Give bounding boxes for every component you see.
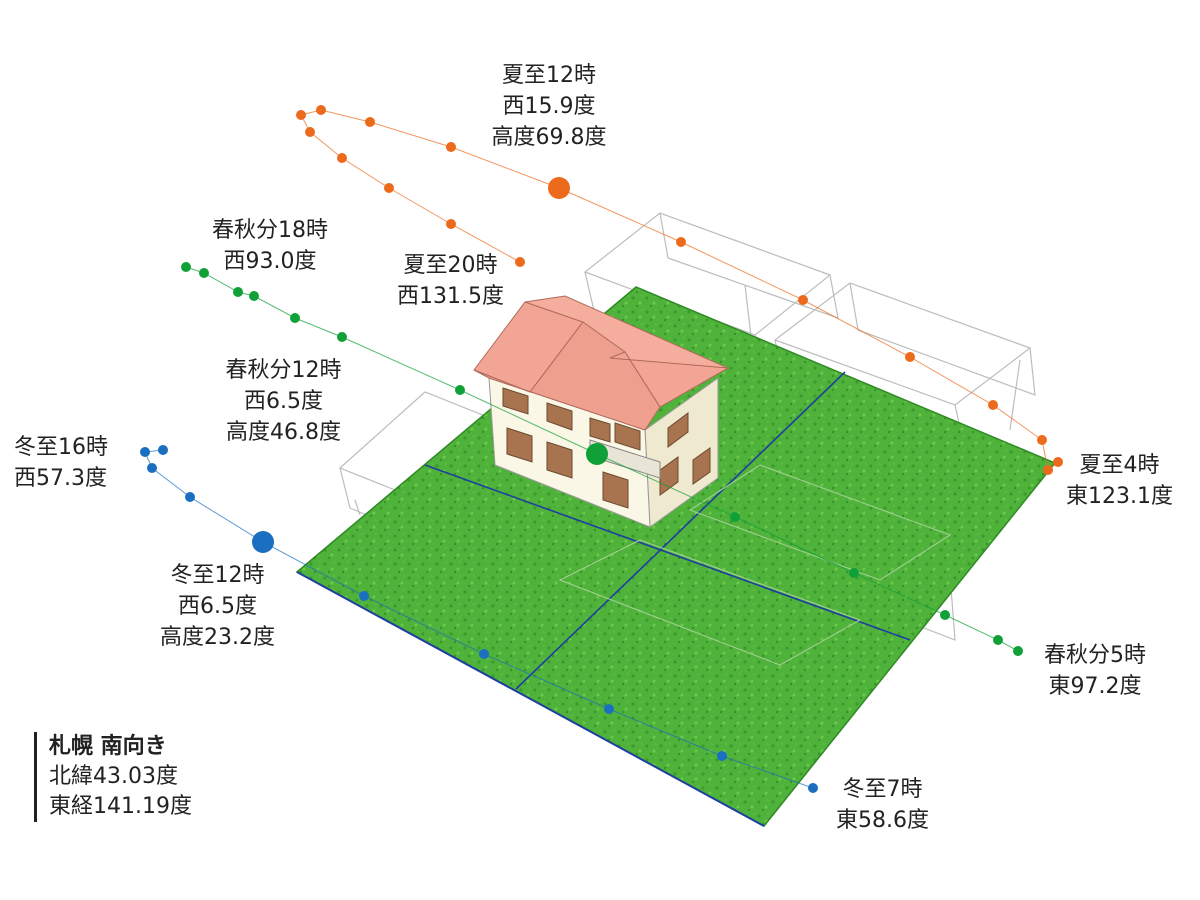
summer-sun-position-dot [676,237,686,247]
winter-sun-position-dot [140,447,150,457]
winter-sun-position-dot [808,783,818,793]
winter-noon-label: 冬至12時 西6.5度 高度23.2度 [135,560,300,653]
summer-evening-azimuth: 西131.5度 [397,284,504,309]
equinox-sun-position-dot [940,610,950,620]
location-longitude: 東経141.19度 [49,794,192,819]
summer-morning-azimuth: 東123.1度 [1066,484,1173,509]
winter-noon-azimuth: 西6.5度 [178,594,257,619]
location-caption: 札幌 南向き 北緯43.03度 東経141.19度 [34,732,192,822]
summer-sun-position-dot [1053,457,1063,467]
equinox-sun-position-dot [337,332,347,342]
equinox-morning-azimuth: 東97.2度 [1048,674,1142,699]
winter-morning-time: 冬至7時 [842,777,923,802]
equinox-sun-position-dot [199,268,209,278]
winter-noon-sun-marker [252,531,274,553]
equinox-evening-time: 春秋分18時 [212,218,328,243]
summer-sun-position-dot [988,400,998,410]
equinox-sun-position-dot [233,287,243,297]
equinox-noon-azimuth: 西6.5度 [244,389,323,414]
equinox-sun-position-dot [730,512,740,522]
summer-sun-position-dot [446,219,456,229]
summer-morning-label: 夏至4時 東123.1度 [1042,450,1197,512]
summer-morning-time: 夏至4時 [1079,453,1160,478]
summer-noon-azimuth: 西15.9度 [502,94,596,119]
summer-sun-position-dot [365,117,375,127]
equinox-sun-position-dot [290,313,300,323]
house-windows [502,387,711,509]
equinox-sun-position-dot [993,635,1003,645]
summer-sun-position-dot [446,142,456,152]
summer-sun-position-dot [384,183,394,193]
summer-noon-altitude: 高度69.8度 [491,125,607,150]
summer-sun-position-dot [1037,435,1047,445]
winter-sun-position-dot [147,463,157,473]
sun-paths [140,105,1063,793]
winter-noon-altitude: 高度23.2度 [160,625,275,650]
summer-noon-time: 夏至12時 [502,63,596,88]
equinox-noon-label: 春秋分12時 西6.5度 高度46.8度 [196,355,371,448]
winter-sun-position-dot [717,751,727,761]
summer-sun-position-dot [305,127,315,137]
location-latitude: 北緯43.03度 [49,764,178,789]
summer-sun-position-dot [798,295,808,305]
summer-sun-position-dot [296,110,306,120]
winter-evening-time: 冬至16時 [14,435,108,460]
house-roof [473,295,730,431]
equinox-sun-position-dot [455,385,465,395]
summer-sun-position-dot [316,105,326,115]
equinox-evening-label: 春秋分18時 西93.0度 [190,215,350,277]
summer-sun-position-dot [515,257,525,267]
winter-sun-arc [144,449,814,789]
equinox-sun-position-dot [1013,646,1023,656]
summer-noon-sun-marker [548,177,570,199]
winter-sun-position-dot [158,445,168,455]
summer-sun-position-dot [905,352,915,362]
plot-dividers [424,371,911,690]
plot-ghost-outlines [558,464,952,666]
winter-evening-label: 冬至16時 西57.3度 [14,432,108,494]
winter-morning-label: 冬至7時 東58.6度 [815,774,950,836]
equinox-morning-time: 春秋分5時 [1044,643,1146,668]
equinox-noon-altitude: 高度46.8度 [226,420,341,445]
winter-sun-position-dot [604,704,614,714]
winter-morning-azimuth: 東58.6度 [836,808,929,833]
winter-evening-azimuth: 西57.3度 [14,466,107,491]
equinox-noon-sun-marker [586,443,608,465]
equinox-sun-position-dot [249,291,259,301]
winter-sun-position-dot [185,492,195,502]
winter-sun-position-dot [359,591,369,601]
summer-evening-time: 夏至20時 [403,253,498,278]
winter-sun-position-dot [479,649,489,659]
equinox-evening-azimuth: 西93.0度 [223,249,317,274]
summer-sun-position-dot [1043,465,1053,475]
house [473,295,730,528]
equinox-sun-position-dot [849,568,859,578]
summer-noon-label: 夏至12時 西15.9度 高度69.8度 [464,60,634,153]
equinox-sun-position-dot [181,262,191,272]
location-title: 札幌 南向き [49,734,167,759]
summer-evening-label: 夏至20時 西131.5度 [368,250,533,312]
summer-sun-position-dot [337,153,347,163]
equinox-morning-label: 春秋分5時 東97.2度 [1025,640,1165,702]
winter-noon-time: 冬至12時 [170,563,265,588]
equinox-noon-time: 春秋分12時 [225,358,342,383]
